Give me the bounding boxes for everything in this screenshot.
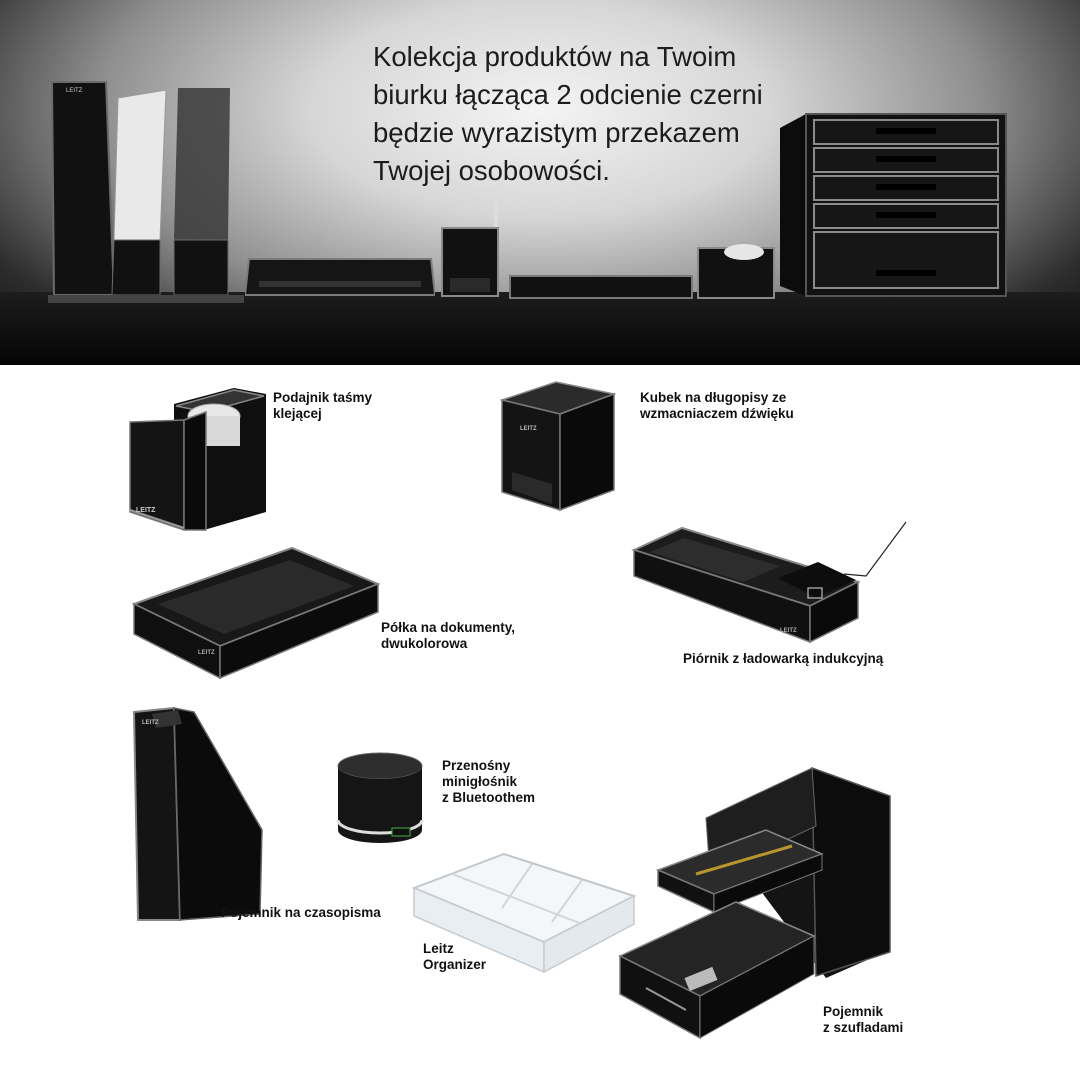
label-line: Pojemnik na czasopisma xyxy=(221,905,381,920)
magazine-file-image: LEITZ xyxy=(132,706,263,921)
banner-pen-cup xyxy=(441,202,499,297)
label-line: dwukolorowa xyxy=(381,636,468,651)
headline-line: biurku łącząca 2 odcienie czerni xyxy=(373,79,763,110)
label-line: Kubek na długopisy ze xyxy=(640,390,787,405)
pen-tray-charger-label: Piórnik z ładowarką indukcyjną xyxy=(683,651,883,667)
banner-headline: Kolekcja produktów na Twoim biurku łączą… xyxy=(373,38,813,190)
label-line: Podajnik taśmy xyxy=(273,390,373,405)
label-line: Półka na dokumenty, xyxy=(381,620,516,635)
label-line: Pojemnik xyxy=(823,1004,884,1019)
label-line: Leitz xyxy=(423,941,454,956)
pen-tray-charger-image: LEITZ xyxy=(631,521,907,644)
svg-text:LEITZ: LEITZ xyxy=(520,426,537,432)
banner-pen-tray xyxy=(509,275,693,299)
organizer-image xyxy=(412,852,636,974)
pen-cup-label: Kubek na długopisy ze wzmacniaczem dźwię… xyxy=(640,390,794,422)
hero-banner: LEITZ Kolekcja xyxy=(0,0,1080,365)
label-line: minigłośnik xyxy=(442,774,518,789)
letter-tray-image: LEITZ xyxy=(132,546,380,680)
banner-magazine-files: LEITZ xyxy=(48,81,244,303)
magazine-file-label: Pojemnik na czasopisma xyxy=(221,905,381,921)
banner-letter-tray xyxy=(245,258,435,296)
label-line: z Bluetoothem xyxy=(442,790,535,805)
banner-floor xyxy=(0,292,1080,365)
label-line: Organizer xyxy=(423,957,487,972)
letter-tray-label: Półka na dokumenty, dwukolorowa xyxy=(381,620,515,652)
headline-line: Twojej osobowości. xyxy=(373,155,610,186)
svg-text:LEITZ: LEITZ xyxy=(780,628,797,634)
drawer-cabinet-image xyxy=(618,766,891,1040)
label-line: z szufladami xyxy=(823,1020,904,1035)
pen-cup-image: LEITZ xyxy=(500,381,616,512)
label-line: wzmacniaczem dźwięku xyxy=(640,406,794,421)
banner-tape-dispenser xyxy=(697,244,775,299)
headline-line: będzie wyrazistym przekazem xyxy=(373,117,740,148)
svg-text:LEITZ: LEITZ xyxy=(198,650,215,656)
organizer-label: Leitz Organizer xyxy=(423,941,486,973)
speaker-label: Przenośny minigłośnik z Bluetoothem xyxy=(442,758,535,806)
label-line: Piórnik z ładowarką indukcyjną xyxy=(683,651,884,666)
svg-text:LEITZ: LEITZ xyxy=(136,507,156,514)
svg-text:LEITZ: LEITZ xyxy=(142,720,159,726)
drawer-cabinet-label: Pojemnik z szufladami xyxy=(823,1004,903,1036)
speaker-image xyxy=(336,752,424,843)
banner-drawer-cabinet xyxy=(780,113,1007,297)
tape-dispenser-label: Podajnik taśmy klejącej xyxy=(273,390,372,422)
label-line: Przenośny xyxy=(442,758,511,773)
label-line: klejącej xyxy=(273,406,322,421)
headline-line: Kolekcja produktów na Twoim xyxy=(373,41,737,72)
tape-dispenser-image: LEITZ xyxy=(129,388,266,532)
banner-logo-text: LEITZ xyxy=(66,88,83,94)
